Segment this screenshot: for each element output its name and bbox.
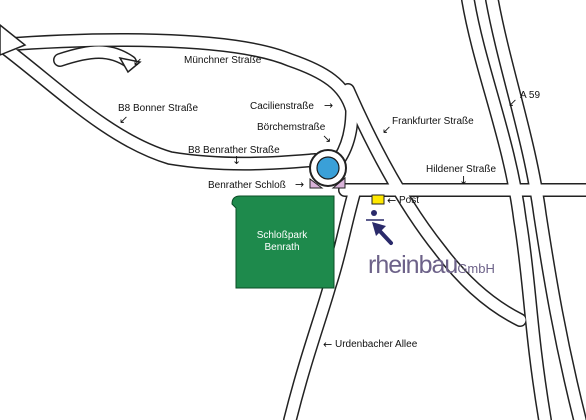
arrow-down-left-icon: ↙ — [119, 113, 129, 126]
label-frankfurter-strasse: Frankfurter Straße — [392, 116, 474, 127]
arrow-down-left-icon: ↙ — [508, 96, 518, 109]
label-cacilienstrasse: Cacilienstraße — [250, 101, 314, 112]
park-label: Schloßpark Benrath — [232, 230, 332, 254]
arrow-left-icon: ← — [387, 194, 397, 207]
palace-marker-left — [309, 178, 324, 189]
label-post: Post — [399, 195, 420, 206]
fountain-icon — [316, 156, 340, 180]
arrow-down-left-icon: ↙ — [382, 123, 392, 136]
post-office-icon — [371, 194, 385, 205]
arrow-down-right-icon: ↘ — [322, 132, 332, 145]
road-muenchner — [0, 33, 359, 117]
location-arrow-icon — [372, 222, 393, 245]
park-label-line1: Schloßpark — [256, 230, 308, 241]
park-label-line2: Benrath — [264, 242, 300, 253]
label-urdenbacher-allee: Urdenbacher Allee — [335, 339, 418, 350]
label-boerchemstrasse: Börchemstraße — [257, 122, 326, 133]
label-benrather-schloss: Benrather Schloß — [208, 180, 286, 191]
label-bonner-strasse: B8 Bonner Straße — [118, 103, 199, 114]
label-benrather-strasse: B8 Benrather Straße — [188, 145, 280, 156]
arrow-down-left-icon: ↙ — [133, 55, 143, 68]
interchange-island-2 — [118, 56, 142, 74]
arrow-right-icon: → — [324, 99, 334, 112]
company-suffix: GmbH — [457, 261, 495, 276]
palace-marker-right — [331, 176, 346, 189]
arrow-down-icon: ↓ — [459, 174, 469, 187]
label-a59: A 59 — [520, 90, 541, 101]
company-name: rheinbau — [368, 251, 458, 279]
park-area — [231, 195, 335, 289]
destination-dot — [371, 210, 377, 216]
arrow-right-icon: → — [295, 178, 305, 191]
company-logo: rheinbauGmbH — [368, 251, 495, 280]
arrow-down-icon: ↓ — [232, 154, 242, 167]
label-hildener-strasse: Hildener Straße — [426, 164, 497, 175]
label-muenchner-strasse: Münchner Straße — [184, 55, 262, 66]
interchange-island — [0, 24, 27, 56]
arrow-left-icon: ← — [323, 338, 333, 351]
